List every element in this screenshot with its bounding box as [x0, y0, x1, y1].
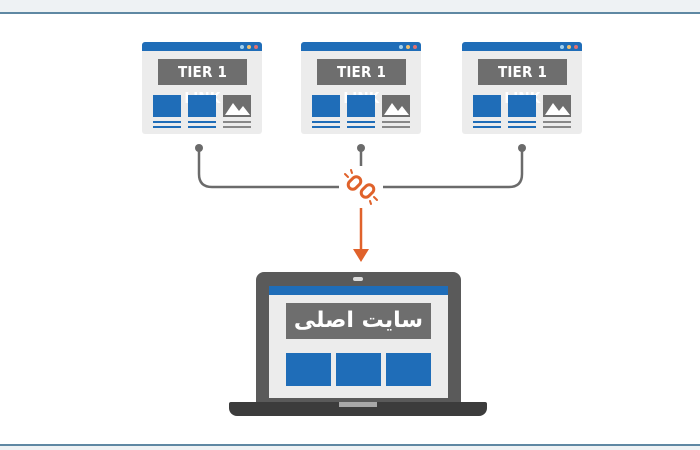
- window-dot: [240, 45, 244, 49]
- arrow-down-icon: [353, 208, 369, 262]
- text-line: [153, 121, 181, 123]
- content-block: [312, 95, 340, 117]
- text-line: [188, 121, 216, 123]
- window-dot: [399, 45, 403, 49]
- content-block: [336, 353, 381, 386]
- window-titlebar: [301, 42, 421, 51]
- text-line: [188, 126, 216, 128]
- broken-chain-link-icon: [344, 169, 378, 205]
- image-placeholder-icon: [543, 95, 571, 117]
- text-line: [382, 126, 410, 128]
- text-line: [473, 126, 501, 128]
- tier-window-1: TIER 1 LINK: [142, 42, 262, 134]
- content-block: [188, 95, 216, 117]
- bottom-border-line: [0, 444, 700, 446]
- window-titlebar: [142, 42, 262, 51]
- main-site-label: سایت اصلی: [286, 303, 431, 339]
- text-line: [473, 121, 501, 123]
- top-border-line: [0, 12, 700, 14]
- text-line: [312, 121, 340, 123]
- window-titlebar: [269, 286, 448, 295]
- text-line: [543, 126, 571, 128]
- text-line: [347, 121, 375, 123]
- content-block: [508, 95, 536, 117]
- window-dot: [247, 45, 251, 49]
- content-block: [286, 353, 331, 386]
- laptop-base: [229, 402, 487, 416]
- window-dot: [406, 45, 410, 49]
- text-line: [543, 121, 571, 123]
- content-block: [347, 95, 375, 117]
- connector-lines: [195, 144, 526, 189]
- content-block: [386, 353, 431, 386]
- image-placeholder-icon: [223, 95, 251, 117]
- window-dot: [413, 45, 417, 49]
- window-dot: [560, 45, 564, 49]
- text-line: [508, 126, 536, 128]
- top-band: [0, 0, 700, 12]
- tier-link-label: TIER 1 LINK: [478, 59, 567, 107]
- text-line: [153, 126, 181, 128]
- tier-window-3: TIER 1 LINK: [462, 42, 582, 134]
- window-titlebar: [462, 42, 582, 51]
- image-placeholder-icon: [382, 95, 410, 117]
- text-line: [312, 126, 340, 128]
- text-line: [223, 121, 251, 123]
- text-line: [508, 121, 536, 123]
- window-dot: [254, 45, 258, 49]
- window-dot: [567, 45, 571, 49]
- content-block: [153, 95, 181, 117]
- webcam: [353, 277, 363, 281]
- main-site-window: سایت اصلی: [269, 286, 448, 398]
- text-line: [347, 126, 375, 128]
- content-block: [473, 95, 501, 117]
- text-line: [382, 121, 410, 123]
- tier-link-label: TIER 1 LINK: [317, 59, 406, 107]
- tier-window-2: TIER 1 LINK: [301, 42, 421, 134]
- laptop-notch: [339, 402, 377, 407]
- bottom-band: [0, 446, 700, 450]
- text-line: [223, 126, 251, 128]
- window-dot: [574, 45, 578, 49]
